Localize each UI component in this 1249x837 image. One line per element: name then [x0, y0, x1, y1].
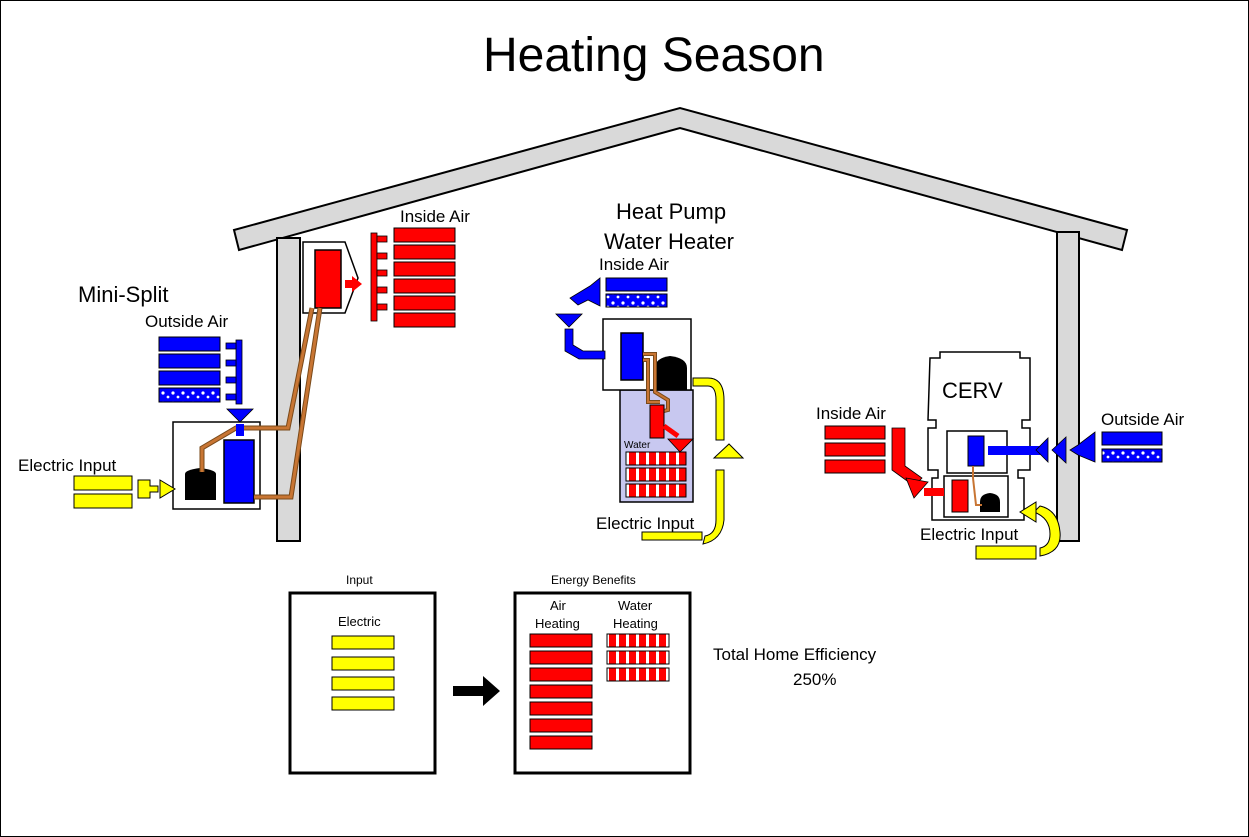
- air-heating-label-line1: Air: [550, 598, 566, 613]
- hpwh-system: [555, 277, 745, 545]
- right-wall: [1056, 231, 1080, 542]
- outdoor-coil: [223, 439, 255, 504]
- hpwh-water-label: Water: [624, 440, 651, 451]
- water-heating-label-line1: Water: [618, 598, 653, 613]
- efficiency-label: Total Home Efficiency: [713, 645, 877, 664]
- mini-split-system: [73, 227, 456, 510]
- page-title: Heating Season: [483, 29, 825, 82]
- mini-split-electric-label: Electric Input: [18, 456, 117, 475]
- indoor-arrow-head: [352, 276, 362, 292]
- mini-split-inside-air-label: Inside Air: [400, 207, 470, 226]
- cerv-inside-air-label: Inside Air: [816, 404, 886, 423]
- compressor: [185, 468, 216, 500]
- benefits-heading: Energy Benefits: [551, 573, 636, 587]
- cerv-electric-label: Electric Input: [920, 525, 1019, 544]
- cerv-outside-air-label: Outside Air: [1101, 410, 1185, 429]
- water-heating-label-line2: Heating: [613, 616, 658, 631]
- arrow-right-icon: [453, 676, 500, 706]
- indoor-coil: [314, 249, 342, 309]
- hpwh-inside-air-label: Inside Air: [599, 255, 669, 274]
- summary-panels: [288, 591, 692, 775]
- roof: [232, 106, 1129, 252]
- mini-split-outside-air-label: Outside Air: [145, 312, 229, 331]
- efficiency-value: 250%: [793, 670, 837, 689]
- input-electric-label: Electric: [338, 614, 381, 629]
- hpwh-electric-label: Electric Input: [596, 514, 695, 533]
- cerv-title: CERV: [942, 378, 1003, 403]
- hpwh-title-line2: Water Heater: [604, 229, 735, 254]
- hpwh-title-line1: Heat Pump: [616, 199, 727, 224]
- input-heading: Input: [346, 573, 373, 587]
- mini-split-title: Mini-Split: [78, 282, 169, 307]
- cerv-system: [824, 351, 1163, 560]
- indoor-arrow-stem: [345, 280, 352, 288]
- indoor-comb: [370, 232, 378, 322]
- air-heating-label-line2: Heating: [535, 616, 580, 631]
